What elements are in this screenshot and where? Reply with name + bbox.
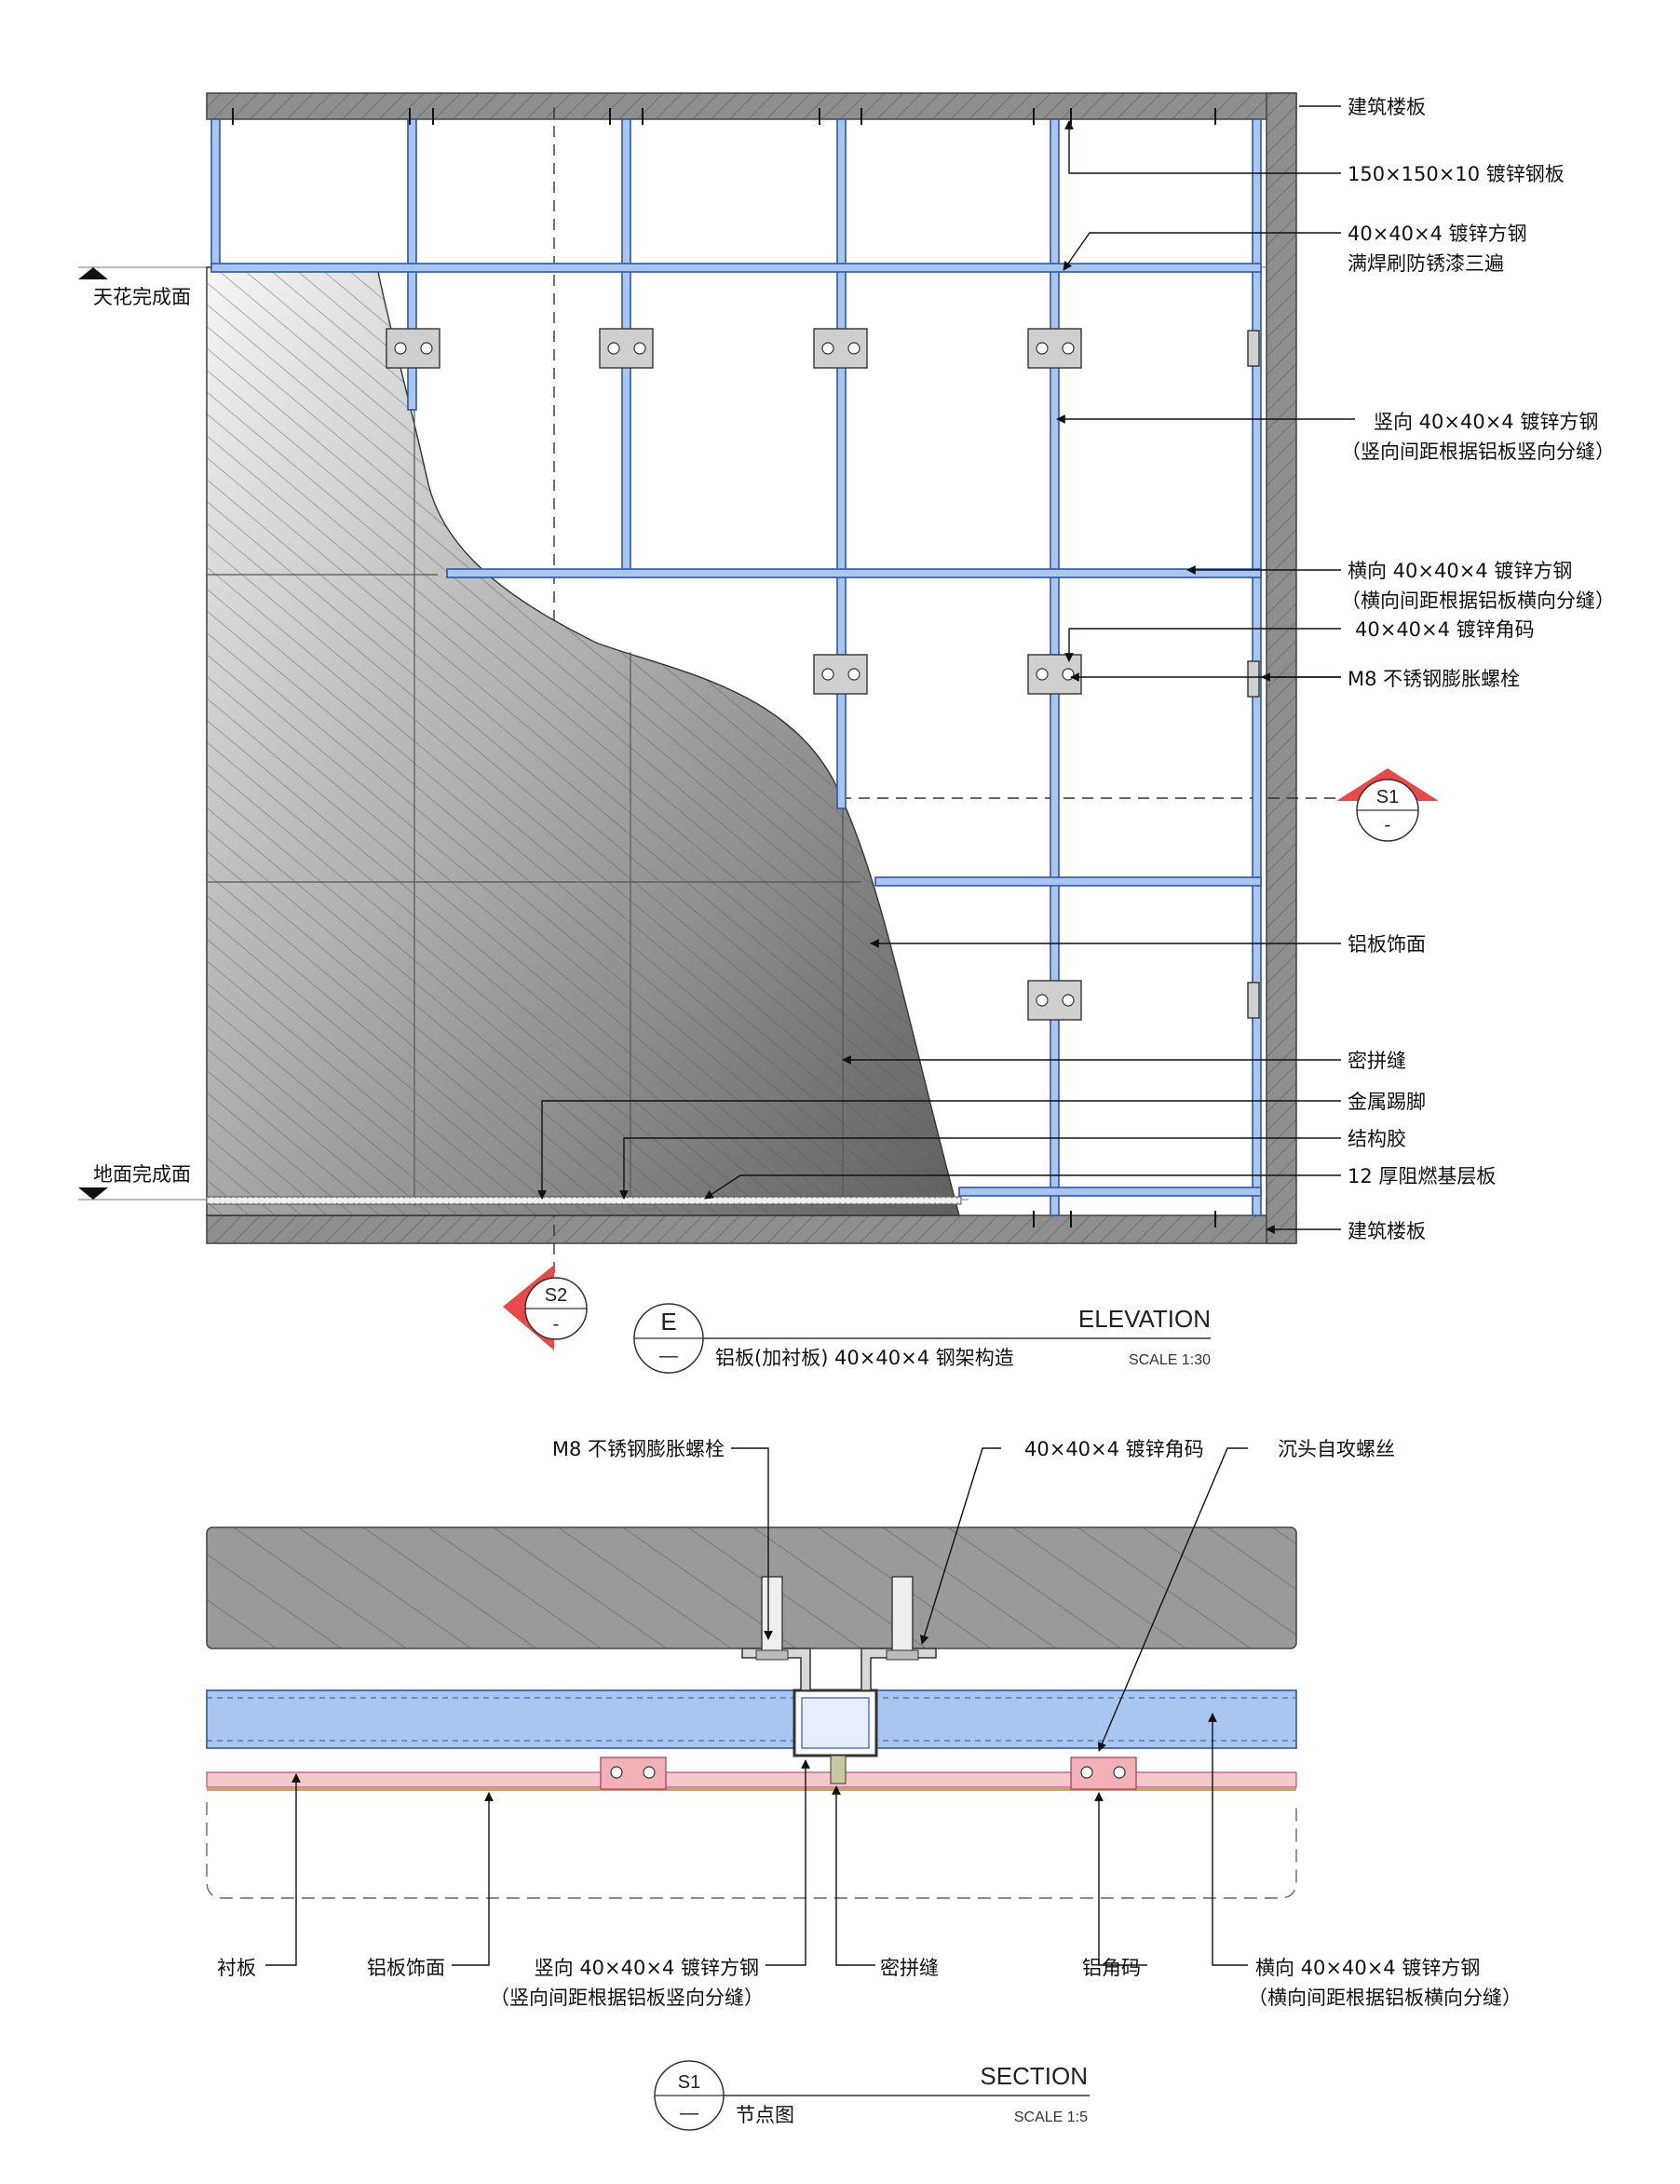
elevation-title-name: 铝板(加衬板) 40×40×4 钢架构造	[715, 1347, 1014, 1369]
floor-level-marker	[78, 1187, 108, 1200]
s1-marker-id: S1	[1376, 787, 1399, 807]
label-panel: 铝板饰面	[1348, 933, 1426, 956]
slab-anchor-bolts	[232, 108, 1216, 1228]
section-title-name: 节点图	[736, 2104, 794, 2126]
section-aluminum-clips	[600, 1755, 1137, 1790]
right-wall	[1266, 92, 1297, 1244]
bottom-slab	[206, 1214, 1297, 1244]
section-label-bolt: M8 不锈钢膨胀螺栓	[552, 1438, 725, 1460]
section-panel-skin	[207, 1787, 1296, 1791]
label-vertical-line2: （竖向间距根据铝板竖向分缝）	[1341, 441, 1615, 463]
s1-marker-sheet: -	[1385, 815, 1391, 835]
section-leaders	[265, 1447, 1248, 1966]
floor-level-text: 地面完成面	[93, 1163, 191, 1186]
section-title-type: SECTION	[980, 2062, 1088, 2090]
label-horizontal-line1: 横向 40×40×4 镀锌方钢	[1348, 560, 1572, 582]
section-label-vertical-line2: （竖向间距根据铝板竖向分缝）	[490, 1987, 764, 2009]
section-outline	[206, 1802, 1297, 1899]
section-label-liner: 衬板	[217, 1957, 256, 1979]
section-label-screw: 沉头自攻螺丝	[1278, 1438, 1395, 1460]
section-horizontal-tube	[206, 1689, 1297, 1749]
section-title-scale: SCALE 1:5	[1014, 2109, 1088, 2125]
section-label-joint: 密拼缝	[880, 1957, 939, 1979]
elevation-view: 天花完成面 地面完成面 建筑楼板 150×150×10 镀锌钢板 40×40×4…	[78, 92, 1615, 1374]
angle-brackets	[386, 328, 1260, 1021]
elevation-title-type: ELEVATION	[1078, 1305, 1211, 1333]
label-slab-top: 建筑楼板	[1348, 96, 1426, 118]
section-label-vertical-line1: 竖向 40×40×4 镀锌方钢	[535, 1957, 759, 1979]
label-slab-bottom: 建筑楼板	[1348, 1220, 1426, 1242]
section-marker-s1	[1336, 768, 1439, 842]
label-board: 12 厚阻燃基层板	[1348, 1165, 1496, 1187]
label-glue: 结构胶	[1348, 1128, 1406, 1150]
section-view: M8 不锈钢膨胀螺栓 40×40×4 镀锌角码 沉头自攻螺丝 衬板 铝板饰面 竖…	[206, 1438, 1522, 2131]
elevation-title-block	[633, 1303, 1211, 1374]
label-joint: 密拼缝	[1348, 1050, 1406, 1072]
label-vertical-line1: 竖向 40×40×4 镀锌方钢	[1374, 411, 1598, 433]
section-title-block	[654, 2060, 1090, 2131]
elevation-title-sheet: —	[659, 1346, 678, 1366]
s2-marker-sheet: -	[553, 1314, 560, 1335]
label-tube-line1: 40×40×4 镀锌方钢	[1348, 223, 1527, 245]
ceiling-level-text: 天花完成面	[93, 286, 191, 308]
elevation-title-scale: SCALE 1:30	[1129, 1352, 1211, 1368]
section-slab	[206, 1526, 1297, 1649]
ceiling-level-marker	[78, 267, 108, 279]
elevation-title-id: E	[660, 1308, 676, 1336]
label-tube-line2: 满焊刷防锈漆三遍	[1348, 252, 1504, 275]
section-marker-s2	[503, 1265, 588, 1350]
top-slab	[206, 92, 1297, 120]
horizontal-steel-tubes	[210, 263, 1262, 1197]
section-title-id: S1	[678, 2072, 700, 2093]
section-label-angle: 40×40×4 镀锌角码	[1024, 1438, 1204, 1460]
section-label-al-angle: 铝角码	[1082, 1957, 1141, 1979]
base-board-strip	[206, 1196, 962, 1205]
label-horizontal-line2: （横向间距根据铝板横向分缝）	[1341, 590, 1615, 612]
elevation-leaders	[537, 105, 1355, 1234]
label-skirting: 金属踢脚	[1348, 1091, 1426, 1113]
s2-marker-id: S2	[545, 1285, 567, 1306]
label-angle: 40×40×4 镀锌角码	[1355, 618, 1535, 641]
label-bolt: M8 不锈钢膨胀螺栓	[1348, 668, 1520, 690]
section-label-horizontal-line1: 横向 40×40×4 镀锌方钢	[1255, 1957, 1480, 1979]
aluminum-panel-hatch	[207, 267, 959, 1215]
section-label-horizontal-line2: （横向间距根据铝板横向分缝）	[1248, 1987, 1522, 2009]
label-plate: 150×150×10 镀锌钢板	[1348, 163, 1565, 185]
section-title-sheet: —	[680, 2103, 698, 2123]
section-label-panel: 铝板饰面	[367, 1957, 445, 1979]
